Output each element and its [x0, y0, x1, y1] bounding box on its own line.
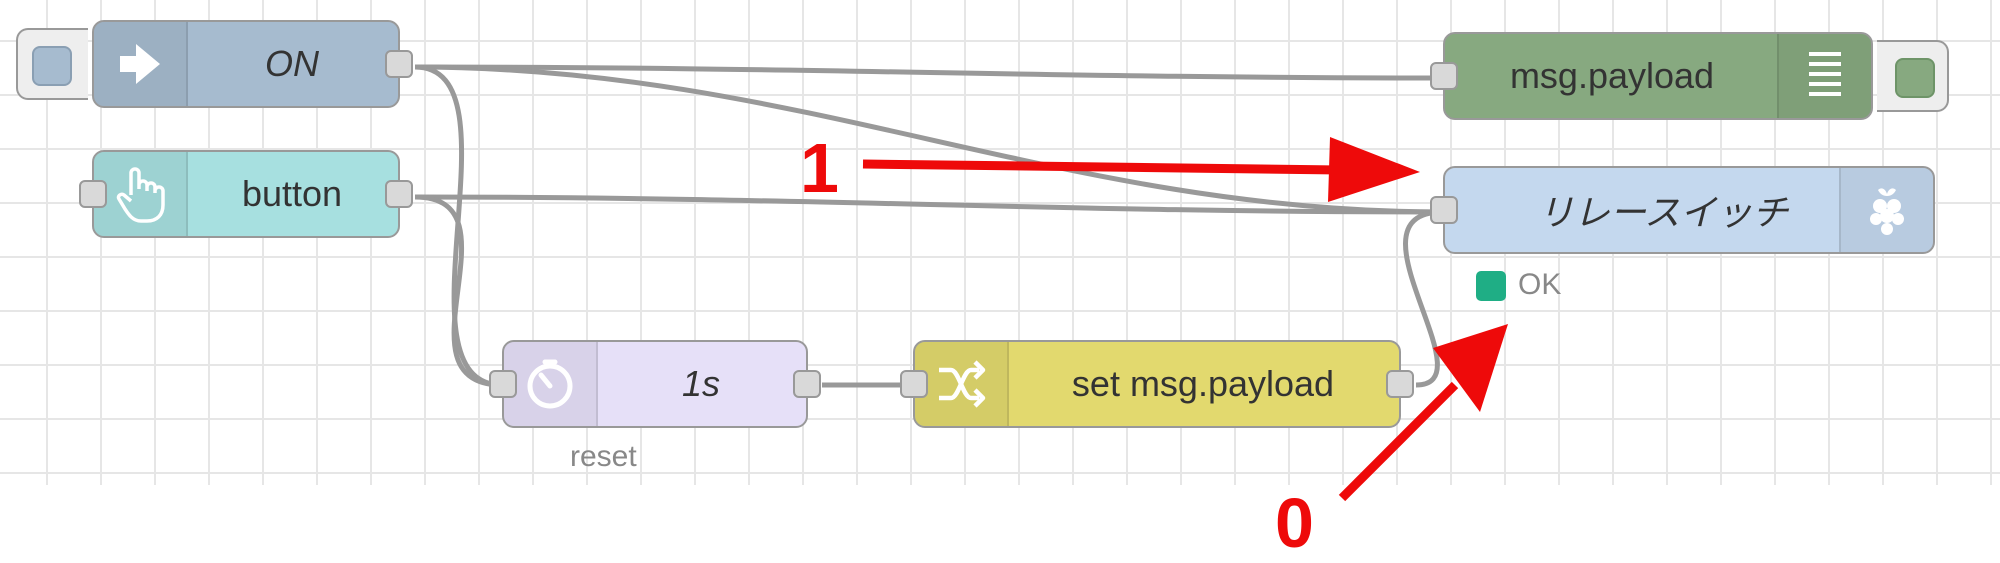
node-label: msg.payload: [1509, 55, 1715, 96]
wire-change-to-relay[interactable]: [1403, 209, 1444, 388]
wire-button-to-trigger[interactable]: [414, 194, 503, 388]
arrow-one: [862, 137, 1420, 202]
debug-toggle-button[interactable]: [1877, 40, 1949, 112]
shuffle-icon: [915, 342, 1009, 426]
wire-on-to-debug[interactable]: [414, 64, 1444, 81]
node-label: button: [241, 173, 343, 214]
status-text: OK: [1518, 268, 1562, 301]
inject-button[interactable]: [16, 28, 88, 100]
trigger-node[interactable]: 1s: [489, 340, 821, 428]
arrow-in-icon: [94, 22, 188, 106]
input-port[interactable]: [79, 180, 107, 208]
trigger-sublabel: reset: [570, 440, 637, 473]
wire-on-to-relay[interactable]: [414, 64, 1444, 215]
inject-node-on[interactable]: ON: [16, 20, 413, 108]
output-port[interactable]: [1386, 370, 1414, 398]
change-node[interactable]: set msg.payload: [900, 340, 1414, 428]
button-node[interactable]: button: [79, 150, 413, 238]
timer-icon: [504, 342, 598, 426]
list-icon: [1777, 34, 1871, 118]
input-port[interactable]: [1430, 196, 1458, 224]
input-port[interactable]: [1430, 62, 1458, 90]
relay-switch-node[interactable]: リレースイッチ: [1430, 166, 1935, 254]
node-label: 1s: [681, 363, 721, 404]
node-label: リレースイッチ: [1537, 192, 1789, 233]
output-port[interactable]: [793, 370, 821, 398]
arrow-zero: [1338, 324, 1508, 502]
output-port[interactable]: [385, 50, 413, 78]
annotation-label-one: 1: [800, 129, 839, 207]
hand-pointer-icon: [94, 152, 188, 236]
output-port[interactable]: [385, 180, 413, 208]
node-label: ON: [265, 43, 319, 84]
raspberry-pi-icon: [1839, 168, 1933, 252]
input-port[interactable]: [489, 370, 517, 398]
debug-node[interactable]: msg.payload: [1430, 32, 1949, 120]
input-port[interactable]: [900, 370, 928, 398]
wire-button-to-relay[interactable]: [414, 194, 1444, 215]
annotation-label-zero: 0: [1275, 484, 1314, 562]
node-label: set msg.payload: [1071, 363, 1335, 404]
status-indicator: [1476, 271, 1506, 301]
